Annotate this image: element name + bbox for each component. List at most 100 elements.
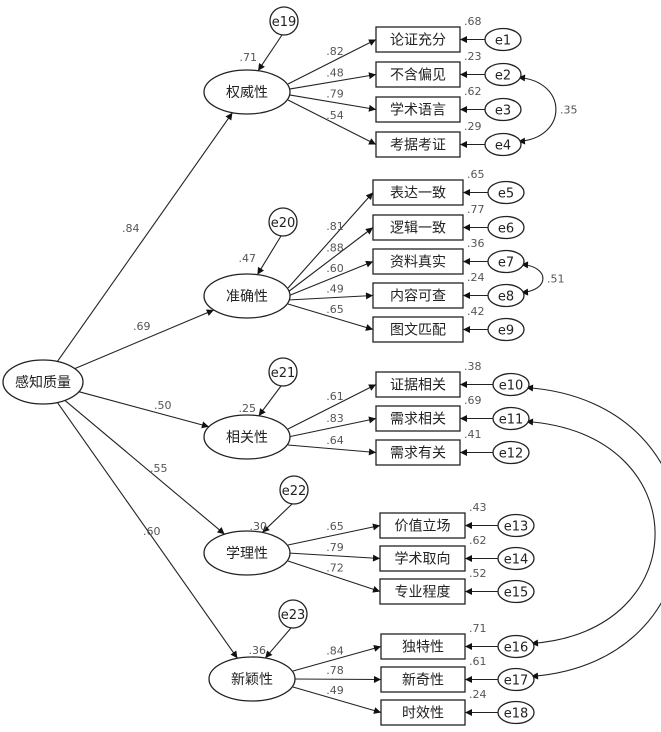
error-node bbox=[484, 97, 522, 122]
indicator-label: 需求相关 bbox=[390, 412, 446, 428]
error-node bbox=[492, 372, 530, 397]
error-label: e16 bbox=[504, 641, 529, 656]
indicator-box bbox=[375, 439, 461, 466]
indicator-box bbox=[375, 61, 461, 88]
indicator-box bbox=[379, 578, 466, 605]
loading-label: .84 bbox=[326, 644, 344, 657]
error-label: e4 bbox=[495, 139, 511, 154]
path-root-to-f5 bbox=[56, 402, 238, 659]
latent-factor-node bbox=[203, 414, 291, 460]
loading-path bbox=[287, 384, 377, 430]
error-label: e3 bbox=[495, 104, 511, 119]
error-node bbox=[492, 440, 530, 465]
loading-path bbox=[287, 94, 377, 112]
indicator-box bbox=[375, 131, 461, 158]
error-label: e18 bbox=[504, 707, 529, 722]
indicator-r2-label: .62 bbox=[464, 85, 482, 98]
indicator-r2-label: .42 bbox=[467, 305, 485, 318]
path-root-to-f2 bbox=[74, 309, 215, 370]
loading-label: .65 bbox=[326, 520, 344, 533]
indicator-box bbox=[375, 405, 461, 432]
indicator-box bbox=[379, 545, 466, 572]
disturbance-node bbox=[279, 475, 309, 505]
indicator-r2-label: .24 bbox=[467, 271, 485, 284]
loading-path bbox=[292, 645, 382, 672]
indicator-label: 论证充分 bbox=[390, 33, 446, 49]
root-loading-label: .50 bbox=[154, 399, 172, 412]
factor-r2-label: .47 bbox=[239, 252, 257, 265]
error-label: e8 bbox=[498, 290, 514, 305]
indicator-r2-label: .69 bbox=[464, 394, 482, 407]
disturbance-node bbox=[278, 599, 308, 629]
covariance-arc bbox=[525, 418, 656, 647]
loading-label: .65 bbox=[326, 303, 344, 316]
indicator-label: 时效性 bbox=[402, 706, 444, 722]
disturbance-label: e22 bbox=[282, 484, 307, 499]
error-node bbox=[487, 317, 525, 342]
disturbance-path bbox=[264, 627, 292, 659]
indicator-box bbox=[375, 371, 461, 398]
factor-r2-label: .71 bbox=[240, 51, 258, 64]
indicator-label: 价值立场 bbox=[395, 519, 451, 535]
disturbance-label: e19 bbox=[272, 15, 297, 30]
latent-factor-node bbox=[203, 273, 291, 319]
disturbance-node bbox=[268, 207, 298, 237]
loading-path bbox=[287, 260, 374, 297]
indicator-r2-label: .41 bbox=[464, 428, 482, 441]
latent-factor-node bbox=[203, 69, 291, 115]
indicator-box bbox=[372, 282, 464, 309]
loading-label: .64 bbox=[326, 434, 344, 447]
indicator-label: 独特性 bbox=[402, 640, 444, 656]
loading-path bbox=[287, 416, 377, 438]
indicator-r2-label: .77 bbox=[467, 203, 485, 216]
indicator-label: 新奇性 bbox=[402, 672, 444, 689]
disturbance-path bbox=[258, 385, 282, 417]
factor-r2-label: .25 bbox=[239, 402, 257, 415]
loading-path bbox=[287, 227, 374, 293]
indicator-label: 学术语言 bbox=[390, 103, 446, 119]
indicator-r2-label: .68 bbox=[464, 15, 482, 28]
root-loading-label: .84 bbox=[122, 222, 140, 235]
indicator-r2-label: .61 bbox=[469, 655, 487, 668]
latent-root-node bbox=[2, 359, 84, 405]
latent-factor-label: 权威性 bbox=[226, 85, 268, 101]
error-node bbox=[497, 513, 535, 538]
indicator-label: 证据相关 bbox=[390, 378, 446, 394]
loading-path bbox=[287, 560, 381, 593]
error-label: e5 bbox=[498, 187, 514, 202]
indicator-box bbox=[372, 248, 464, 275]
loading-label: .81 bbox=[326, 220, 344, 233]
indicator-label: 学术取向 bbox=[395, 552, 451, 568]
loading-path bbox=[287, 39, 377, 85]
disturbance-path bbox=[256, 235, 282, 275]
indicator-box bbox=[372, 179, 464, 206]
indicator-label: 内容可查 bbox=[390, 288, 446, 305]
covariance-label: .35 bbox=[560, 104, 578, 117]
loading-label: .72 bbox=[326, 562, 344, 575]
loading-path bbox=[287, 444, 377, 456]
indicator-box bbox=[379, 512, 466, 539]
error-label: e10 bbox=[499, 379, 524, 394]
loading-label: .49 bbox=[326, 283, 344, 296]
covariance-arc bbox=[520, 261, 544, 296]
loading-label: .83 bbox=[326, 412, 344, 425]
loading-label: .60 bbox=[326, 262, 344, 275]
error-label: e12 bbox=[499, 447, 524, 462]
root-loading-label: .69 bbox=[133, 320, 151, 333]
loading-label: .88 bbox=[326, 241, 344, 254]
error-node bbox=[487, 180, 525, 205]
error-label: e6 bbox=[498, 222, 514, 237]
error-node bbox=[497, 700, 535, 725]
indicator-box bbox=[375, 26, 461, 53]
error-node bbox=[497, 579, 535, 604]
root-loading-label: .55 bbox=[150, 462, 168, 475]
indicator-label: 资料真实 bbox=[390, 255, 446, 271]
path-root-to-f1 bbox=[56, 112, 233, 362]
latent-factor-node bbox=[208, 656, 296, 702]
error-node bbox=[497, 667, 535, 692]
loading-path bbox=[287, 99, 377, 145]
loading-path bbox=[287, 523, 381, 546]
disturbance-path bbox=[257, 34, 283, 72]
